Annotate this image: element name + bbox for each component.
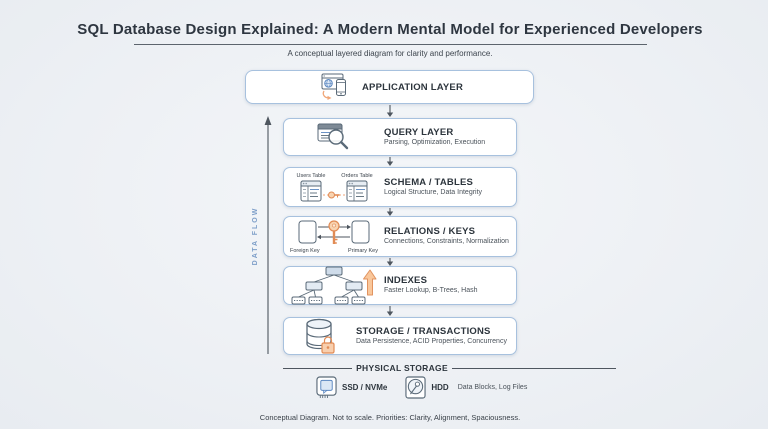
divider-line-right xyxy=(452,368,616,369)
users-table-label: Users Table xyxy=(296,172,326,179)
page-subtitle: A conceptual layered diagram for clarity… xyxy=(287,49,493,58)
layer-indexes: INDEXES Faster Lookup, B-Trees, Hash xyxy=(283,266,517,305)
hdd-icon xyxy=(405,376,426,399)
primary-key-label: Primary Key xyxy=(348,247,378,254)
layer-title: INDEXES xyxy=(384,275,428,287)
users-table-icon xyxy=(300,180,322,202)
ssd-icon xyxy=(316,376,337,399)
layer-title: STORAGE / TRANSACTIONS xyxy=(356,325,491,337)
speed-up-arrow-icon xyxy=(363,269,377,295)
orders-table-label: Orders Table xyxy=(341,172,373,179)
layer-relations: Foreign Key Primary Key RELATIONS / KEYS… xyxy=(283,216,517,257)
layer-subtitle: Logical Structure, Data Integrity xyxy=(384,188,483,196)
orders-table-icon xyxy=(346,180,368,202)
database-lock-icon xyxy=(284,318,356,354)
title-underline xyxy=(134,44,647,45)
foreign-key-label: Foreign Key xyxy=(290,247,320,254)
ssd-label: SSD / NVMe xyxy=(342,383,388,392)
down-arrow-icon xyxy=(386,157,394,166)
key-link-icon xyxy=(323,190,345,200)
layer-subtitle: Faster Lookup, B-Trees, Hash xyxy=(384,287,478,295)
down-arrow-icon xyxy=(386,258,394,266)
query-icon xyxy=(284,122,384,152)
layer-title: RELATIONS / KEYS xyxy=(384,226,476,238)
layer-title: SCHEMA / TABLES xyxy=(384,176,474,188)
down-arrow-icon xyxy=(386,306,394,316)
application-icon xyxy=(316,73,352,101)
schema-tables-icon: Users Table xyxy=(289,173,379,202)
layer-schema: Users Table xyxy=(283,167,517,207)
layer-storage: STORAGE / TRANSACTIONS Data Persistence,… xyxy=(283,317,517,355)
footer-note: Conceptual Diagram. Not to scale. Priori… xyxy=(259,413,521,422)
down-arrow-icon xyxy=(386,105,394,117)
layer-subtitle: Parsing, Optimization, Execution xyxy=(384,138,486,146)
page-title: SQL Database Design Explained: A Modern … xyxy=(77,21,703,38)
physical-storage-heading: PHYSICAL STORAGE xyxy=(356,363,448,373)
layer-subtitle: Connections, Constraints, Normalization xyxy=(384,238,509,246)
layer-title: QUERY LAYER xyxy=(384,126,454,138)
data-flow-label: DATA FLOW xyxy=(252,206,259,266)
relations-keys-icon: Foreign Key Primary Key xyxy=(290,219,378,254)
layer-query: QUERY LAYER Parsing, Optimization, Execu… xyxy=(283,118,517,156)
hardware-row: SSD / NVMe HDD Data Blocks, Log Files xyxy=(316,376,527,399)
divider-line-left xyxy=(283,368,352,369)
layer-title: APPLICATION LAYER xyxy=(361,81,464,93)
layer-application: APPLICATION LAYER xyxy=(245,70,534,104)
layer-subtitle: Data Persistence, ACID Properties, Concu… xyxy=(356,337,507,345)
down-arrow-icon xyxy=(386,208,394,216)
btree-icon xyxy=(284,266,384,306)
hdd-note: Data Blocks, Log Files xyxy=(457,384,528,391)
hdd-label: HDD xyxy=(431,383,449,392)
data-flow-arrow xyxy=(264,116,272,354)
